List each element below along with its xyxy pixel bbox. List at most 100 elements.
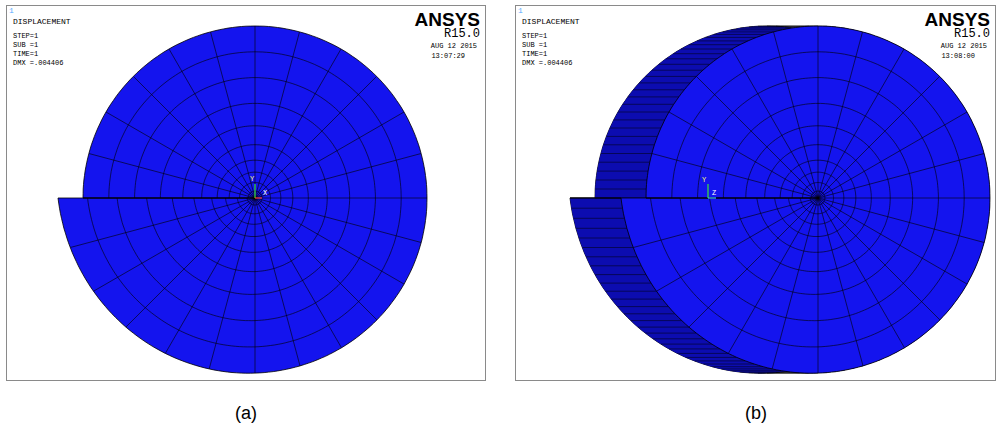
mesh-line (661, 344, 712, 345)
mesh-line (730, 370, 781, 371)
axis-label: X (263, 190, 267, 197)
mesh-line (209, 198, 255, 369)
mesh-line (255, 49, 341, 198)
mesh-line (147, 103, 350, 294)
mesh-line (695, 360, 746, 361)
slit-face (570, 198, 621, 199)
mesh-line (646, 198, 818, 199)
mesh-line (645, 76, 696, 77)
mesh-line (735, 126, 890, 272)
mesh-line (600, 283, 651, 284)
mesh-line (601, 153, 652, 154)
cylinder-mesh (570, 26, 990, 373)
mesh-line (599, 162, 650, 163)
mesh-line (740, 28, 791, 29)
mesh-line (255, 198, 256, 373)
step-info: SUB =1 (522, 42, 547, 49)
mesh-line (83, 198, 255, 199)
mesh-line (618, 306, 669, 307)
mesh-line (651, 52, 965, 347)
mesh-line (731, 29, 782, 30)
plot-window: 1DISPLACEMENTSTEP=1SUB =1TIME=1DMX =.004… (515, 5, 996, 381)
mesh-line (596, 180, 647, 181)
mesh-line (818, 112, 967, 198)
max-displacement: DMX =.004406 (13, 60, 63, 67)
software-version: R15.0 (954, 28, 990, 40)
mesh-line (705, 37, 756, 38)
mesh-line (669, 348, 720, 349)
mesh-line (659, 64, 710, 65)
mesh-line (255, 198, 377, 320)
mesh-line (255, 154, 421, 199)
mesh-line (255, 76, 377, 198)
mesh-line (712, 366, 763, 367)
mesh-face (58, 26, 427, 373)
mesh-line (696, 76, 818, 198)
mesh-line (638, 327, 689, 328)
software-logo: ANSYS (415, 10, 480, 29)
plot-time: 13:07:29 (431, 53, 465, 60)
panel-label: (a) (235, 404, 257, 422)
axis-label: Z (712, 190, 716, 197)
mesh-line (633, 89, 684, 90)
mesh-line (255, 112, 404, 198)
mesh-line (255, 198, 421, 243)
mesh-line (633, 198, 818, 248)
mesh-line (595, 274, 646, 275)
step-info: TIME=1 (522, 51, 547, 58)
mesh-line (772, 198, 818, 369)
mesh-line (680, 78, 938, 321)
mesh-line (579, 238, 630, 239)
mesh-line (133, 76, 255, 198)
mesh-line (818, 26, 819, 198)
mesh-line (639, 82, 690, 83)
mesh-line (194, 145, 308, 253)
panel-label: (b) (745, 404, 767, 422)
mesh-line (757, 145, 871, 253)
plot-time: 13:08:00 (941, 53, 975, 60)
mesh-line (677, 353, 728, 354)
axis-label: Y (250, 176, 254, 183)
step-info: STEP=1 (522, 33, 547, 40)
mesh-line (169, 49, 255, 198)
plot-date: AUG 12 2015 (941, 43, 987, 50)
mesh-line (818, 198, 940, 320)
mesh-line (775, 160, 856, 236)
software-logo: ANSYS (925, 10, 990, 29)
mesh-line (614, 119, 665, 120)
mesh-line (89, 154, 255, 199)
mesh-line (628, 96, 679, 97)
axis-label: Y (702, 177, 706, 184)
window-number: 1 (518, 7, 523, 15)
mesh-line (657, 198, 819, 291)
mesh-line (703, 364, 754, 365)
mesh-line (818, 198, 984, 243)
mesh-line (70, 198, 255, 248)
mesh-line (255, 198, 404, 284)
mesh-line (732, 49, 818, 198)
mesh-line (728, 198, 818, 353)
mesh-line (681, 49, 732, 50)
mesh-line (697, 40, 748, 41)
mesh-line (652, 70, 703, 71)
mesh-line (666, 58, 717, 59)
mesh-line (818, 49, 904, 198)
mesh-line (595, 189, 646, 190)
mesh-line (117, 78, 375, 321)
mesh-line (624, 313, 675, 314)
mesh-line (623, 104, 674, 105)
mesh-line (686, 357, 737, 358)
mesh-line (818, 198, 905, 348)
mesh-line (126, 198, 255, 327)
mesh-line (586, 256, 637, 257)
software-version: R15.0 (444, 28, 480, 40)
window-number: 1 (9, 7, 14, 15)
mesh-line (818, 76, 940, 198)
mesh-line (211, 32, 256, 198)
max-displacement: DMX =.004406 (522, 60, 572, 67)
mesh-line (590, 265, 641, 266)
mesh-line (818, 198, 990, 199)
mesh-line (631, 320, 682, 321)
mesh-line (618, 112, 669, 113)
